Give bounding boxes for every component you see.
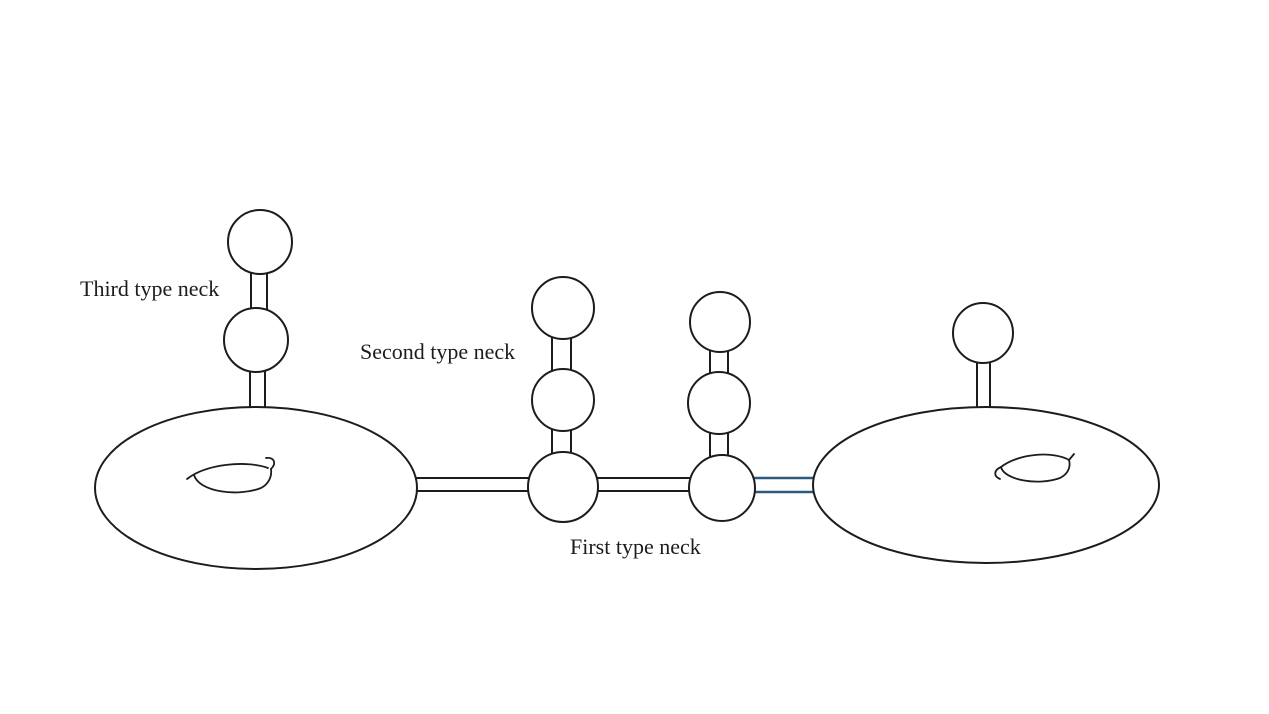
second-type-neck-tube-upper xyxy=(551,332,572,376)
first-type-neck-tube-middle xyxy=(590,477,700,492)
left-chain-sphere-middle xyxy=(531,368,595,432)
left-torus-hole xyxy=(186,457,276,494)
right-chain-sphere-middle xyxy=(687,371,751,435)
first-type-neck-tube-right-blue xyxy=(748,476,818,494)
label-second-type-neck: Second type neck xyxy=(360,339,515,364)
right-chain-sphere-bottom xyxy=(688,454,756,522)
left-chain-sphere-top xyxy=(531,276,595,340)
right-chain-sphere-top xyxy=(689,291,751,353)
label-first-type-neck: First type neck xyxy=(570,534,701,559)
right-torus xyxy=(812,406,1160,564)
left-torus xyxy=(94,406,418,570)
first-type-neck-tube-left xyxy=(412,477,540,492)
right-torus-neck-tube xyxy=(976,360,991,410)
right-torus-neck-sphere xyxy=(952,302,1014,364)
label-third-type-neck: Third type neck xyxy=(80,276,219,301)
third-type-neck-tube-upper xyxy=(250,268,268,314)
left-chain-sphere-bottom xyxy=(527,451,599,523)
third-neck-sphere-top xyxy=(227,209,293,275)
third-neck-sphere-middle xyxy=(223,307,289,373)
right-torus-hole xyxy=(994,453,1075,483)
third-type-neck-tube-lower xyxy=(249,366,266,409)
